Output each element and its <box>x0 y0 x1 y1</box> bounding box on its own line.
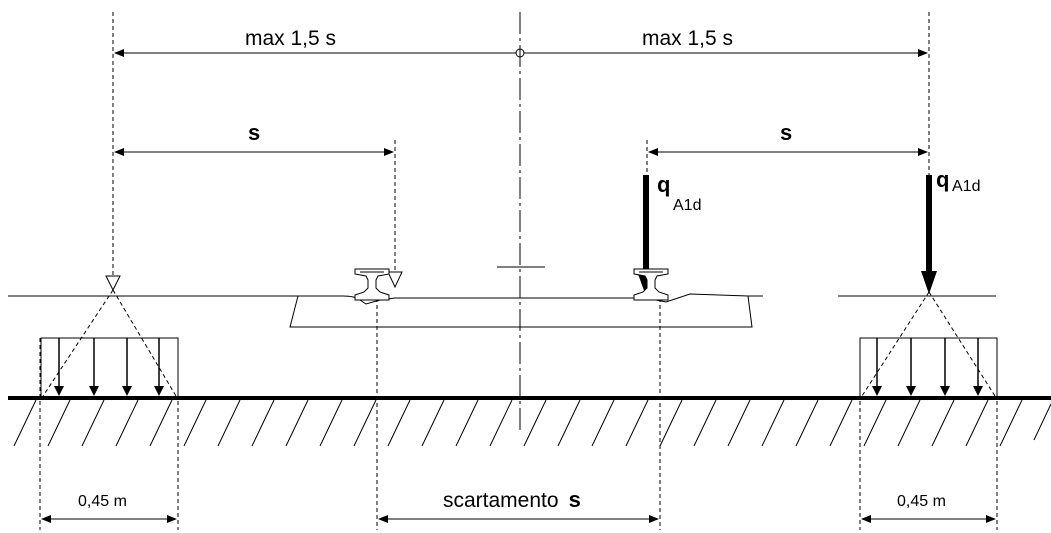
support-marker-rail-left <box>387 271 403 289</box>
load-subscript-center: A1d <box>673 197 701 214</box>
extension-lines <box>39 12 998 530</box>
dim-max-left-label: max 1,5 s <box>245 27 336 50</box>
load-label-right: q <box>936 167 949 192</box>
dim-gauge-label: scartamento s <box>443 487 581 512</box>
rail-left <box>354 268 390 301</box>
dim-gauge-word: scartamento <box>443 489 559 512</box>
dim-width-left-label: 0,45 m <box>78 493 127 510</box>
ground-hatching <box>13 399 1051 447</box>
dim-s-right-label: s <box>780 120 792 145</box>
pressure-block-right <box>859 291 998 399</box>
load-label-center: q <box>657 172 670 197</box>
rail-right <box>633 268 669 301</box>
dim-max-right-label: max 1,5 s <box>642 27 733 50</box>
load-arrow-right-head <box>921 271 937 294</box>
dim-gauge-symbol: s <box>569 487 581 512</box>
dim-s-left-label: s <box>248 120 260 145</box>
load-subscript-right: A1d <box>952 178 980 195</box>
support-marker-left <box>105 275 121 292</box>
pressure-block-left <box>40 289 179 399</box>
dim-width-right-label: 0,45 m <box>897 493 946 510</box>
